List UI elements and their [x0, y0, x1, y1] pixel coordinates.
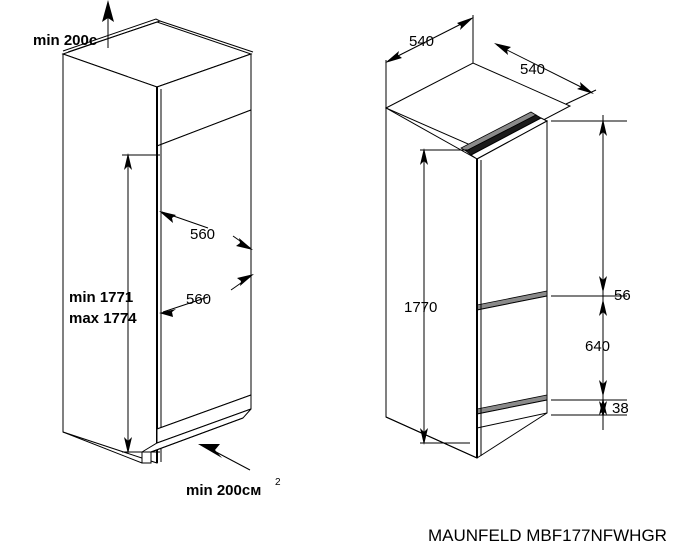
dim-640-arrow-bottom: [599, 380, 607, 397]
total-height-arrow-bottom: [420, 428, 428, 445]
right-view-group: 540 540 1770: [384, 15, 631, 459]
top-clearance-arrowhead: [102, 0, 114, 22]
depth-left-label: 540: [409, 33, 434, 50]
niche-height-max-label: max 1774: [69, 310, 137, 327]
cabinet-left-wall: [62, 53, 158, 464]
depth-left-dimline: [387, 18, 472, 62]
niche-width-upper-arrow-right: [236, 238, 253, 250]
cabinet-base-bottom-edge-2: [151, 418, 243, 452]
dim-38-label: 38: [612, 400, 629, 417]
right-side-dimension-stack: 56 640 38: [551, 115, 631, 430]
niche-width-upper-label: 560: [190, 226, 215, 243]
dim-56-label: 56: [614, 287, 631, 304]
depth-right-dimline: [496, 44, 590, 92]
top-clearance-label: min 200c: [33, 32, 97, 49]
top-clearance-dimension: min 200c: [33, 0, 114, 49]
niche-height-arrow-top: [124, 153, 132, 170]
niche-width-upper-dimension: 560: [159, 211, 253, 250]
depth-left-arrow-inner: [457, 17, 474, 30]
total-height-label: 1770: [404, 299, 437, 316]
cabinet-top-rim-right: [160, 21, 253, 52]
dim-56-arrow-top: [599, 119, 607, 136]
dim-56-arrow-lower-tick: [599, 299, 607, 316]
niche-height-min-label: min 1771: [69, 289, 133, 306]
cabinet-base-bottom-edge: [63, 432, 151, 463]
depth-right-dimension: 540: [494, 43, 597, 105]
bottom-vent-label: min 200см: [186, 482, 261, 499]
niche-height-arrow-bottom: [124, 437, 132, 454]
niche-width-lower-arrow-right: [237, 274, 254, 286]
depth-left-dimension: 540: [385, 15, 474, 108]
total-height-dimension: 1770: [404, 148, 470, 445]
bottom-vent-arrowhead: [198, 444, 222, 458]
dim-56-arrow-bottom: [599, 276, 607, 293]
depth-right-arrow-outer: [577, 82, 594, 94]
niche-back-panel: [156, 109, 252, 430]
appliance-left-side-panel: [385, 107, 478, 459]
niche-width-upper-arrow-left: [159, 211, 176, 223]
left-view-group: min 200c min 1771 max 1774 560: [33, 0, 281, 499]
appliance-freezer-door-face: [476, 295, 548, 415]
niche-height-dimension: min 1771 max 1774: [69, 153, 160, 454]
depth-right-arrow-inner: [494, 43, 511, 55]
cabinet-top-inner-rim: [63, 19, 160, 52]
niche-width-lower-arrow-left: [159, 309, 176, 317]
depth-right-label: 540: [520, 61, 545, 78]
dim-38-arrow-bottom: [599, 401, 607, 418]
model-label: MAUNFELD MBF177NFWHGR: [428, 526, 667, 545]
dim-640-label: 640: [585, 338, 610, 355]
appliance-bottom-edge-2: [477, 413, 547, 458]
niche-width-lower-label: 560: [186, 291, 211, 308]
appliance-bottom-edge: [386, 417, 477, 458]
bottom-vent-annotation: min 200см 2: [186, 444, 281, 499]
bottom-vent-leader: [215, 451, 251, 471]
niche-width-lower-line-left: [162, 296, 209, 313]
niche-width-lower-dimension: 560: [159, 274, 254, 317]
bottom-vent-superscript: 2: [275, 477, 281, 488]
depth-left-arrow-outer: [385, 51, 402, 63]
total-height-arrow-top: [420, 148, 428, 165]
